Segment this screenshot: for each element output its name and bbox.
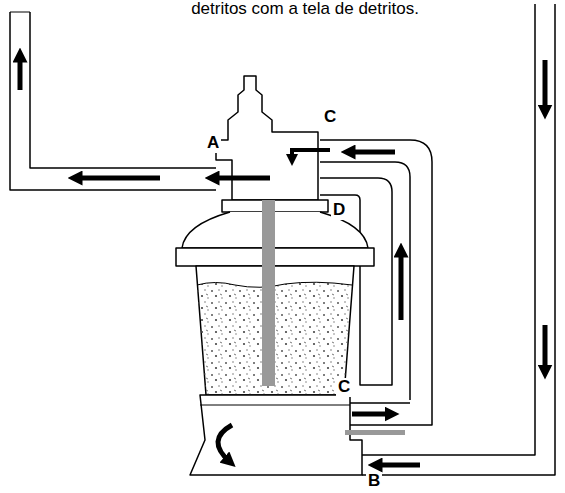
callout-letter: A (205, 134, 221, 153)
callout-letter: D (331, 201, 347, 220)
callout-letter: C (322, 108, 338, 127)
caption-text: detritos com a tela de detritos. (189, 0, 421, 19)
callout-letter: C (336, 378, 352, 397)
callout-letter: B (366, 472, 382, 491)
